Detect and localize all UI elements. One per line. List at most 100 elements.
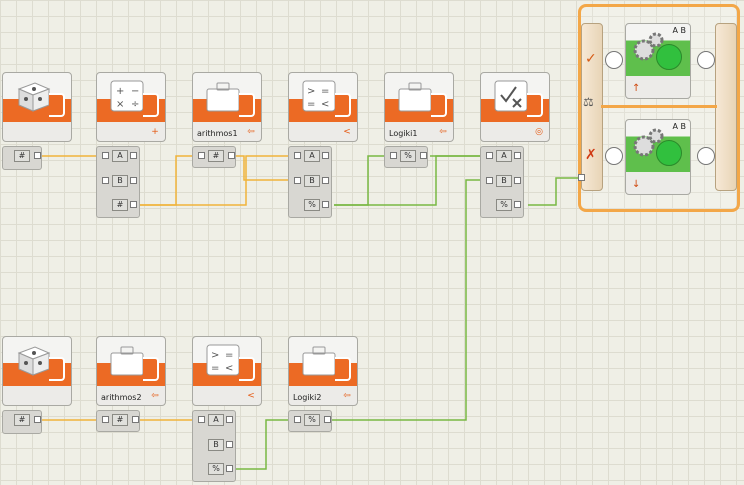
motor-block-false[interactable]: A B ↓ <box>625 119 691 195</box>
compare2-plug-b[interactable]: B <box>208 439 224 451</box>
variable-label: arithmos2 <box>101 393 142 402</box>
switch-right-rail <box>715 23 737 191</box>
svg-text:=: = <box>321 86 329 97</box>
math-block[interactable]: +− ×÷ + <box>96 72 166 142</box>
logic-plug-a[interactable]: A <box>496 150 512 162</box>
arithmos1-out-plug[interactable]: # <box>208 150 224 162</box>
variable-block-arithmos1[interactable]: arithmos1 ⇦ <box>192 72 262 142</box>
arithmos2-port-in[interactable] <box>102 416 109 423</box>
compare-icon: > = = < <box>206 344 240 376</box>
sequence-beam-left-bottom <box>605 147 623 165</box>
compare2-port-a-out[interactable] <box>226 416 233 423</box>
logic-plug-out[interactable]: % <box>496 199 512 211</box>
variable-block-logiki2[interactable]: Logiki2 ⇦ <box>288 336 358 406</box>
compare2-port-result[interactable] <box>226 465 233 472</box>
motor-direction-up-icon: ↑ <box>632 83 647 94</box>
logiki2-port-out[interactable] <box>324 416 331 423</box>
logic-port-result[interactable] <box>514 201 521 208</box>
logic-port-a-in[interactable] <box>486 152 493 159</box>
gears-icon <box>633 32 664 61</box>
compare1-port-a-out[interactable] <box>322 152 329 159</box>
svg-text:×: × <box>116 99 124 110</box>
logiki2-port-in[interactable] <box>294 416 301 423</box>
check-icon[interactable]: ✓ <box>585 51 597 67</box>
variable-block-logiki1[interactable]: Logiki1 ⇦ <box>384 72 454 142</box>
motor-ports: A B <box>672 122 686 131</box>
motor-status-light <box>656 140 682 166</box>
svg-text:<: < <box>225 363 233 374</box>
dice-icon <box>17 82 51 112</box>
switch-block[interactable]: ✓ ✗ ⚖ A B ↑ A B ↓ <box>578 4 740 212</box>
compare2-plug-out[interactable]: % <box>208 463 224 475</box>
random2-out-plug[interactable]: # <box>14 414 30 426</box>
logic-port-b-in[interactable] <box>486 177 493 184</box>
compare2-badge: < <box>247 391 255 401</box>
math-plug-out[interactable]: # <box>112 199 128 211</box>
logiki2-plug[interactable]: % <box>304 414 320 426</box>
random-block-1[interactable] <box>2 72 72 142</box>
compare1-plug-a[interactable]: A <box>304 150 320 162</box>
svg-text:−: − <box>131 86 139 97</box>
logiki1-port-out[interactable] <box>420 152 427 159</box>
dice-icon <box>17 346 51 376</box>
switch-input-port[interactable] <box>578 174 585 181</box>
random-block-2[interactable] <box>2 336 72 406</box>
arithmos1-port-in[interactable] <box>198 152 205 159</box>
compare-block-1[interactable]: > = = < < <box>288 72 358 142</box>
read-icon: ⇦ <box>247 127 255 137</box>
svg-text:=: = <box>307 99 315 110</box>
svg-text:+: + <box>116 86 124 97</box>
compare-block-2[interactable]: > = = < < <box>192 336 262 406</box>
variable-label: Logiki1 <box>389 129 418 138</box>
arithmos2-plug[interactable]: # <box>112 414 128 426</box>
math-port-result[interactable] <box>130 201 137 208</box>
briefcase-icon <box>206 82 240 112</box>
logiki1-port-in[interactable] <box>390 152 397 159</box>
compare2-port-b-out[interactable] <box>226 441 233 448</box>
math-plug-b[interactable]: B <box>112 175 128 187</box>
wire-logic-out-to-switch <box>528 177 580 206</box>
write-icon: ⇦ <box>151 391 159 401</box>
random2-out-port[interactable] <box>34 416 41 423</box>
compare1-port-result[interactable] <box>322 201 329 208</box>
svg-text:=: = <box>211 363 219 374</box>
svg-text:÷: ÷ <box>131 99 139 110</box>
read-icon: ⇦ <box>439 127 447 137</box>
svg-text:=: = <box>225 350 233 361</box>
motor-status-light <box>656 44 682 70</box>
random1-out-port[interactable] <box>34 152 41 159</box>
math-port-b-out[interactable] <box>130 177 137 184</box>
compare1-port-a-in[interactable] <box>294 152 301 159</box>
math-port-a-out[interactable] <box>130 152 137 159</box>
svg-text:<: < <box>321 99 329 110</box>
compare1-plug-b[interactable]: B <box>304 175 320 187</box>
random1-out-plug[interactable]: # <box>14 150 30 162</box>
compare1-port-b-out[interactable] <box>322 177 329 184</box>
arithmos1-port-out[interactable] <box>228 152 235 159</box>
sequence-beam-left-top <box>605 51 623 69</box>
variable-block-arithmos2[interactable]: arithmos2 ⇦ <box>96 336 166 406</box>
compare2-plug-a[interactable]: A <box>208 414 224 426</box>
math-port-a-in[interactable] <box>102 152 109 159</box>
logiki1-out-plug[interactable]: % <box>400 150 416 162</box>
math-plug-a[interactable]: A <box>112 150 128 162</box>
compare1-plug-out[interactable]: % <box>304 199 320 211</box>
logic-badge: ◎ <box>535 127 543 137</box>
logic-plug-b[interactable]: B <box>496 175 512 187</box>
cross-icon[interactable]: ✗ <box>585 147 597 163</box>
compare1-badge: < <box>343 127 351 137</box>
briefcase-icon <box>302 346 336 376</box>
gears-icon <box>633 128 664 157</box>
math-port-b-in[interactable] <box>102 177 109 184</box>
logic-port-b-out[interactable] <box>514 177 521 184</box>
arithmos2-port-out[interactable] <box>132 416 139 423</box>
svg-text:>: > <box>307 86 315 97</box>
compare2-port-a-in[interactable] <box>198 416 205 423</box>
svg-text:>: > <box>211 350 219 361</box>
logic-port-a-out[interactable] <box>514 152 521 159</box>
wire-compare2-to-logiki2 <box>234 419 292 470</box>
sequence-beam-right-top <box>697 51 715 69</box>
compare1-port-b-in[interactable] <box>294 177 301 184</box>
logic-block[interactable]: ◎ <box>480 72 550 142</box>
motor-block-true[interactable]: A B ↑ <box>625 23 691 99</box>
